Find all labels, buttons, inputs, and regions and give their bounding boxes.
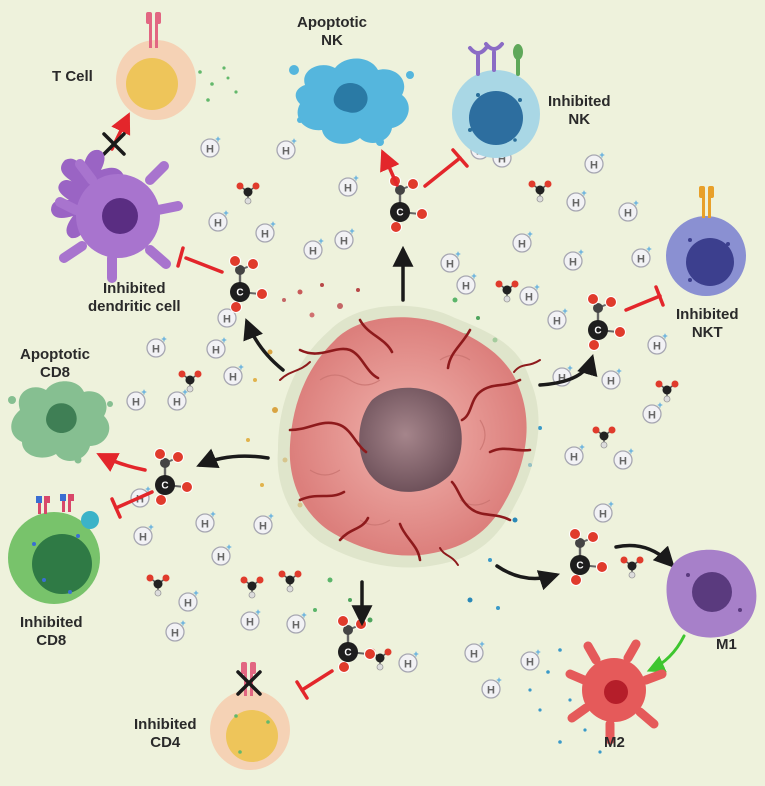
m1-macrophage-icon <box>666 549 757 638</box>
inhibited-dc-label-line1: Inhibited <box>103 280 166 297</box>
apoptotic-nk-label-line1: Apoptotic <box>297 14 367 31</box>
inhibited-cd8-label-line2: CD8 <box>36 632 67 649</box>
m1-label: M1 <box>716 636 737 653</box>
t-cell-icon <box>116 12 196 120</box>
dendritic-cell-icon <box>51 149 183 283</box>
inhibited-nk-label-line1: Inhibited <box>548 93 611 110</box>
inhibited-cd8-icon <box>8 494 100 604</box>
inhibited-nk-icon <box>452 42 540 158</box>
inhibited-dendritic-cell-label: Inhibited dendritic cell <box>88 280 181 316</box>
apoptotic-nk-icon <box>289 58 414 146</box>
inhibited-nk-label-line2: NK <box>568 111 591 128</box>
apoptotic-cd8-label-line1: Apoptotic <box>20 346 90 363</box>
m2-macrophage-icon <box>565 639 667 745</box>
m2-label: M2 <box>604 734 625 751</box>
t-cell-label: T Cell <box>52 68 93 85</box>
inhibited-nkt-label: Inhibited NKT <box>676 306 739 342</box>
apoptotic-cd8-label: Apoptotic CD8 <box>20 346 90 382</box>
blocked-x-icon <box>102 132 126 156</box>
inhibited-nkt-icon <box>666 186 746 296</box>
inhibited-dc-label-line2: dendritic cell <box>88 298 181 315</box>
tumor-icon <box>277 305 541 568</box>
inhibited-cd4-label: Inhibited CD4 <box>134 716 197 752</box>
blocked-x-icon <box>236 670 262 696</box>
inhibition-arrows <box>96 112 665 700</box>
polarization-arrow <box>646 634 686 673</box>
inhibited-nkt-label-line1: Inhibited <box>676 306 739 323</box>
blood-vessels <box>279 318 541 566</box>
apoptotic-cd8-icon <box>8 381 113 464</box>
inhibited-cd8-label-line1: Inhibited <box>20 614 83 631</box>
inhibited-nkt-label-line2: NKT <box>691 324 723 341</box>
inhibited-cd4-label-line2: CD4 <box>150 734 181 751</box>
apoptotic-cd8-label-line2: CD8 <box>39 364 70 381</box>
tumor-release-arrows <box>196 245 675 627</box>
tumor-secretion-dots <box>198 66 602 754</box>
inhibited-cd8-label: Inhibited CD8 <box>20 614 83 650</box>
inhibited-cd4-icon <box>210 662 290 770</box>
inhibited-nk-label: Inhibited NK <box>548 93 611 129</box>
apoptotic-nk-label: Apoptotic NK <box>297 14 367 50</box>
apoptotic-nk-label-line2: NK <box>321 32 343 49</box>
inhibited-cd4-label-line1: Inhibited <box>134 716 197 733</box>
